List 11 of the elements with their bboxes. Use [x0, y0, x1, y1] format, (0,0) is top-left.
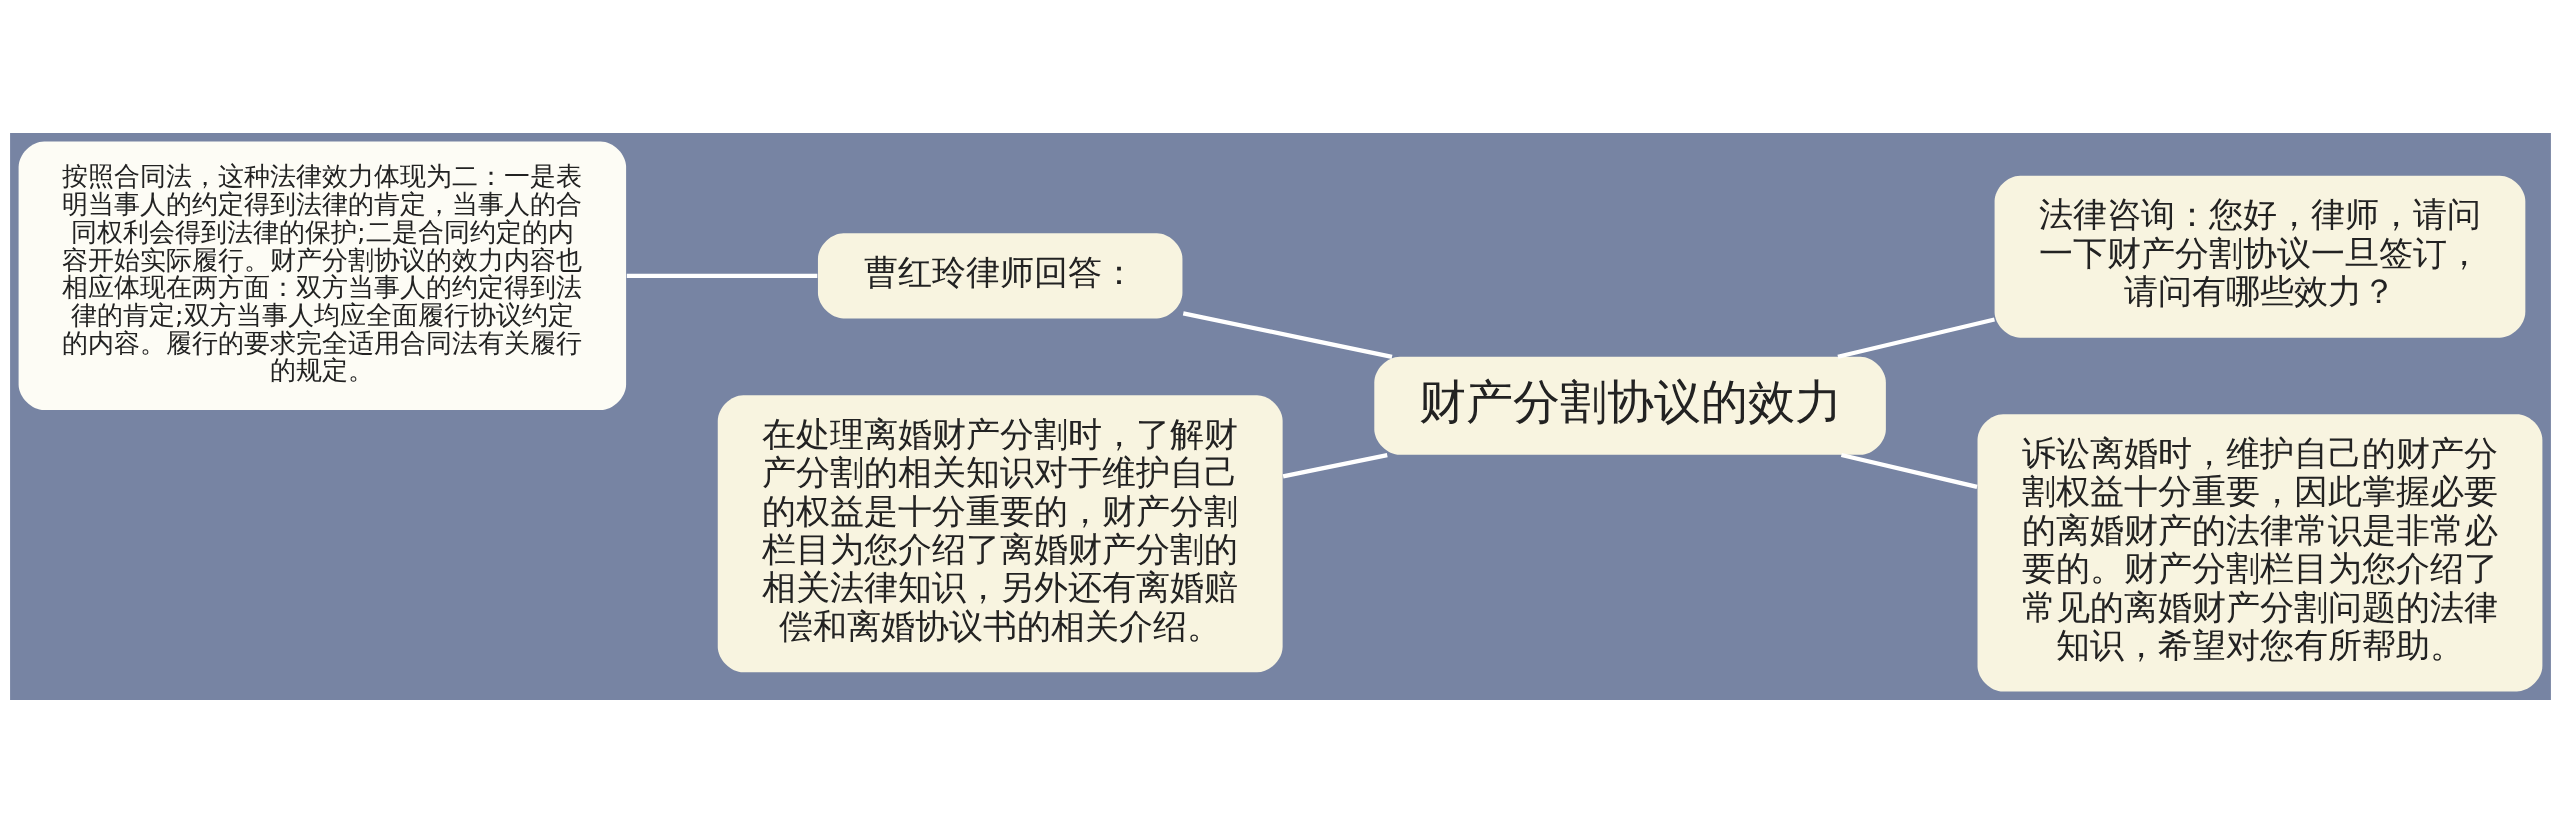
node-box: 按照合同法，这种法律效力体现为二：一是表明当事人的约定得到法律的肯定，当事人的合同权利会得到法律的保护;二是合同约定的内容开始实际履行。财产分割协议的效力内容也相应体现在两方面：双方当事人的约定得到法律的肯定;双方当事人均应全面履行协议约定的内容。履行的要求完全适用合同法有关履行的规定。: [18, 141, 626, 410]
connector: [1836, 316, 1995, 359]
node-box: 曹红玲律师回答：: [817, 232, 1182, 318]
node-box: 在处理离婚财产分割时，了解财产分割的相关知识对于维护自己的权益是十分重要的，财产分割栏目为您介绍了离婚财产分割的相关法律知识，另外还有离婚赔偿和离婚协议书的相关介绍。: [717, 394, 1283, 672]
connector: [626, 273, 817, 278]
node-box: 财产分割协议的效力: [1373, 356, 1886, 455]
connector: [1840, 452, 1978, 489]
connector: [1182, 310, 1392, 359]
node-box: 法律咨询：您好，律师，请问一下财产分割协议一旦签订，请问有哪些效力？: [1994, 175, 2525, 338]
connector: [1282, 452, 1388, 478]
node-box: 诉讼离婚时，维护自己的财产分割权益十分重要，因此掌握必要的离婚财产的法律常识是非常必要的。财产分割栏目为您介绍了常见的离婚财产分割问题的法律知识，希望对您有所帮助。: [1977, 413, 2542, 691]
